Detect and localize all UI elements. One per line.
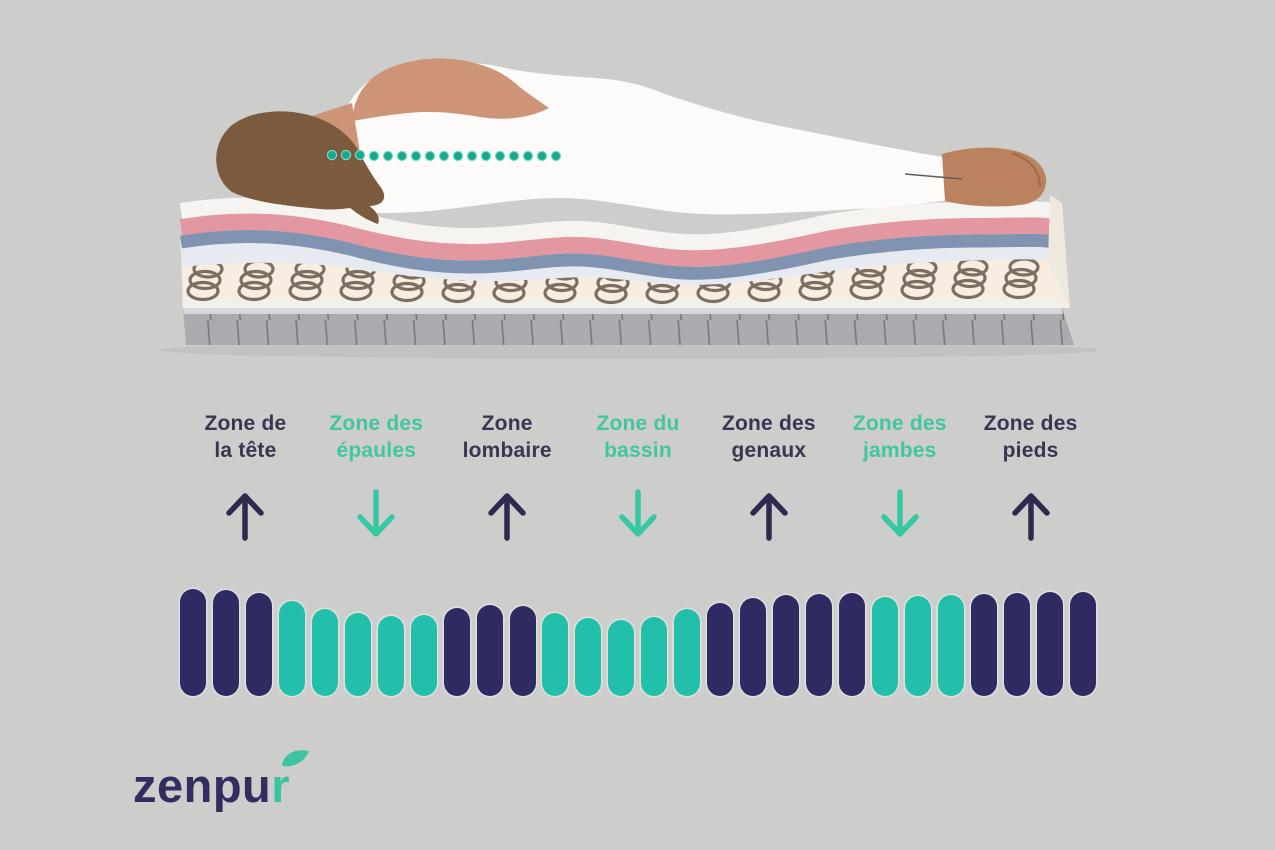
zone-arrow-cell — [442, 486, 573, 544]
firmness-bar-navy — [806, 594, 833, 696]
firmness-bar-navy — [1003, 593, 1030, 696]
arrow-down-icon — [619, 489, 657, 537]
firmness-bar-teal — [278, 601, 305, 696]
zone-label-line1: Zone des — [329, 412, 424, 435]
person-illustration — [216, 58, 1047, 224]
arrow-up-icon — [750, 493, 788, 541]
firmness-bar-teal — [641, 617, 668, 696]
firmness-bar-navy — [773, 595, 800, 696]
arrow-down-icon — [880, 489, 919, 537]
zone-label-line2: bassin — [604, 439, 672, 462]
zone-label: Zone des pieds — [965, 410, 1096, 464]
firmness-bar-teal — [410, 615, 437, 696]
spine-dotted-line — [326, 149, 562, 162]
brand-logo-text: zenpu — [133, 759, 272, 812]
firmness-bar-navy — [1036, 592, 1063, 696]
firmness-bar-teal — [542, 613, 569, 696]
zone-label-line1: Zone des — [983, 412, 1078, 435]
zone-label-line1: Zone — [481, 412, 533, 435]
firmness-bar-navy — [707, 603, 734, 696]
zone-label-line2: genaux — [731, 439, 807, 462]
person-hair-tip — [344, 196, 379, 224]
pant-cuff-line — [904, 173, 963, 180]
zone-arrow-cell — [573, 486, 704, 544]
firmness-bar-teal — [311, 609, 338, 696]
zone-column: Zone du bassin — [573, 410, 704, 464]
person-hair — [216, 111, 385, 210]
zone-label-line2: pieds — [1002, 439, 1059, 462]
mattress-comfort-layers — [181, 195, 1070, 308]
zone-arrow-cell — [703, 486, 834, 544]
firmness-bar-teal — [904, 596, 931, 696]
arrow-up-icon — [1011, 493, 1050, 541]
firmness-bar-navy — [476, 605, 503, 696]
firmness-bar-navy — [1069, 592, 1096, 696]
mattress-right-edge — [1048, 195, 1070, 308]
zone-label: Zone de la tête — [180, 410, 311, 464]
zone-label: Zone du bassin — [573, 410, 704, 464]
person-feet-shade-line — [1011, 152, 1041, 188]
zone-labels-row: Zone de la tête Zone des épaules Zone lo… — [180, 410, 1096, 464]
brand-logo-accent-letter: r — [271, 750, 310, 812]
zone-label-line1: Zone des — [721, 412, 816, 435]
zone-column: Zone des pieds — [965, 410, 1096, 464]
firmness-bar-navy — [740, 598, 767, 696]
bed-shadow — [160, 341, 1100, 359]
firmness-bar-teal — [377, 616, 404, 696]
zone-label: Zone lombaire — [442, 410, 573, 464]
zone-label: Zone des épaules — [311, 410, 442, 464]
firmness-bar-navy — [245, 593, 272, 696]
zone-arrow-cell — [834, 486, 965, 544]
zone-column: Zone des jambes — [834, 410, 965, 464]
firmness-bar-navy — [212, 590, 239, 696]
zone-label: Zone des genaux — [703, 410, 834, 464]
firmness-bar-navy — [443, 608, 470, 696]
firmness-bar-navy — [509, 606, 536, 696]
leaf-icon — [282, 750, 310, 767]
arrow-up-icon — [488, 493, 526, 541]
zone-label-line1: Zone de — [204, 412, 287, 435]
firmness-bar-teal — [674, 609, 701, 696]
firmness-bar-teal — [872, 597, 899, 696]
person-feet — [942, 147, 1047, 207]
arrow-down-icon — [357, 489, 396, 537]
firmness-bar-teal — [344, 613, 371, 696]
zone-label-line2: épaules — [336, 439, 417, 462]
zone-label-line1: Zone des — [852, 412, 947, 435]
arrow-up-icon — [226, 493, 265, 541]
brand-logo: zenpur — [133, 750, 310, 813]
zone-label-line2: jambes — [862, 439, 937, 462]
firmness-bar-teal — [575, 618, 602, 696]
zone-label-line2: lombaire — [462, 439, 552, 462]
firmness-bar-teal — [608, 620, 635, 696]
mattress-slat-base — [183, 308, 1074, 345]
zone-arrow-cell — [311, 486, 442, 544]
bars-row — [180, 586, 1096, 696]
zone-column: Zone de la tête — [180, 410, 311, 464]
zone-arrow-cell — [965, 486, 1096, 544]
zone-column: Zone lombaire — [442, 410, 573, 464]
firmness-bar-navy — [180, 589, 206, 696]
person-arm — [352, 58, 549, 121]
zone-arrows-row — [180, 486, 1096, 544]
zone-label-line2: la tête — [214, 439, 277, 462]
firmness-bar-teal — [937, 595, 964, 696]
mattress-person-illustration — [160, 58, 1100, 359]
firmness-bar-navy — [839, 593, 866, 696]
zone-arrow-cell — [180, 486, 311, 544]
zone-column: Zone des genaux — [703, 410, 834, 464]
zone-column: Zone des épaules — [311, 410, 442, 464]
firmness-bar-navy — [970, 594, 997, 696]
zone-label-line1: Zone du — [596, 412, 680, 435]
zone-label: Zone des jambes — [834, 410, 965, 464]
